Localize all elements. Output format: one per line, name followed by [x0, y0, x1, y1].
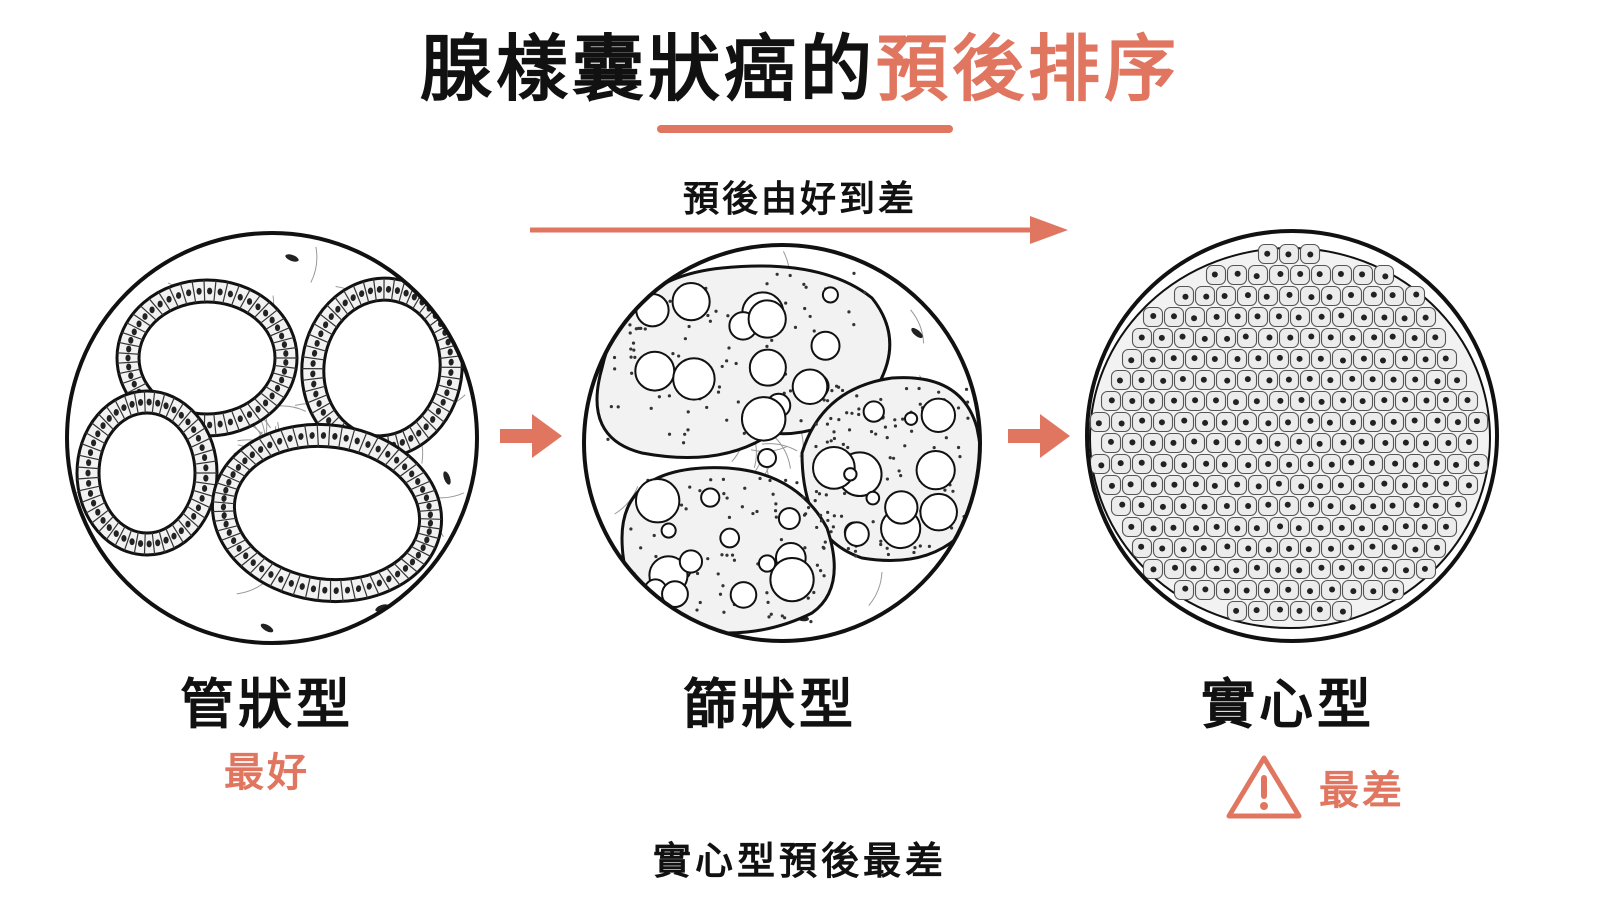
cribriform-pattern-illustration — [582, 243, 982, 643]
warning-triangle-icon — [1226, 755, 1302, 819]
arrow-right-icon — [500, 414, 562, 458]
tubular-pattern-illustration — [65, 231, 479, 645]
arrow-right-icon — [1008, 414, 1070, 458]
prognosis-worst: 最差 — [1319, 768, 1405, 814]
title-underline — [657, 125, 953, 133]
prognosis-best: 最好 — [224, 750, 310, 796]
page-title: 腺樣囊狀癌的預後排序 — [0, 24, 1600, 114]
prognosis-worst-group: 最差 — [1225, 752, 1405, 822]
type-label-solid: 實心型 — [1201, 673, 1375, 736]
type-label-tubular: 管狀型 — [180, 673, 354, 736]
title-accent: 預後排序 — [876, 27, 1181, 111]
trend-arrow-icon — [530, 216, 1068, 244]
title-main: 腺樣囊狀癌的 — [419, 27, 876, 111]
type-label-cribriform: 篩狀型 — [683, 673, 857, 736]
conclusion-text: 實心型預後最差 — [652, 839, 947, 883]
trend-label: 預後由好到差 — [682, 179, 917, 220]
solid-pattern-illustration — [1085, 229, 1499, 643]
